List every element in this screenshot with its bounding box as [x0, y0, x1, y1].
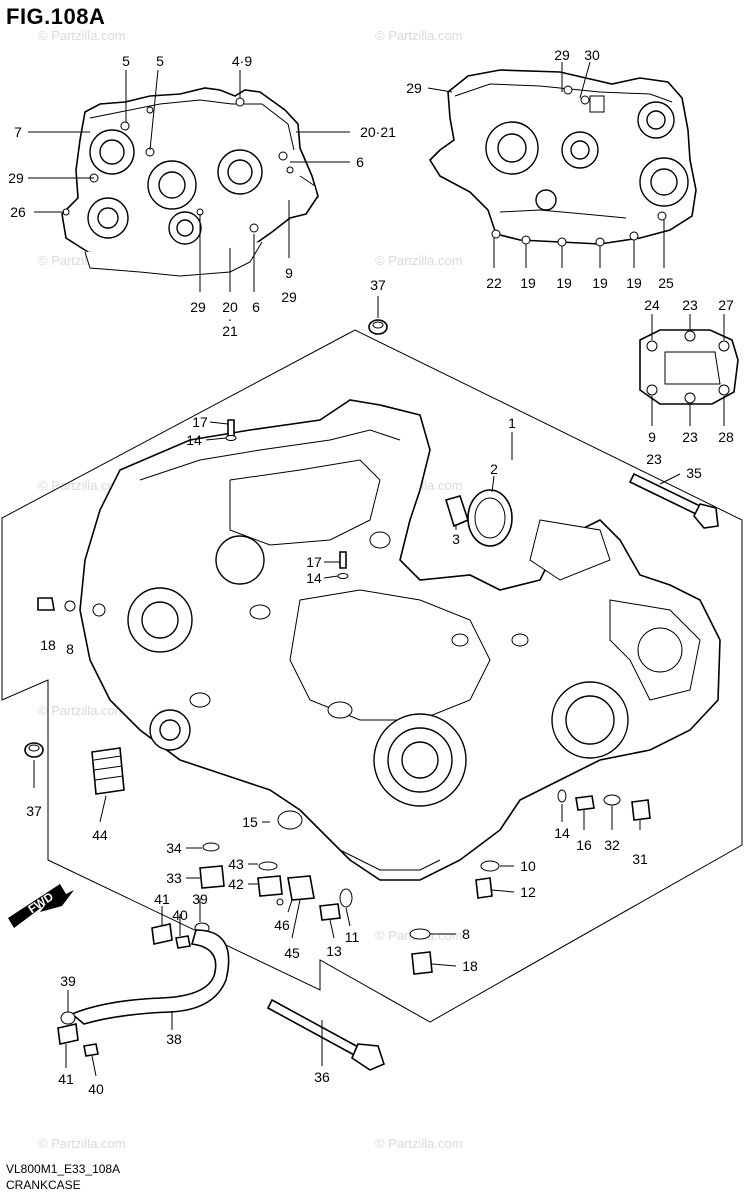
- assembly-outline: [1, 329, 743, 1023]
- callout-label: 8: [462, 926, 470, 942]
- callout-label: 18: [40, 637, 56, 653]
- callout-label: 43: [228, 856, 244, 872]
- watermark: © Partzilla.com: [38, 1136, 126, 1151]
- callout-label: 15: [242, 814, 258, 830]
- callout-label: 22: [486, 275, 502, 291]
- watermark: © Partzilla.com: [38, 478, 126, 493]
- callout-label: 45: [284, 945, 300, 961]
- callout-label: 9: [648, 429, 656, 445]
- callout-label: 24: [644, 297, 660, 313]
- callout-label: 21: [222, 323, 238, 339]
- watermark: © Partzilla.com: [38, 703, 126, 718]
- callout-label: 19: [626, 275, 642, 291]
- callout-label: 36: [314, 1069, 330, 1085]
- callout-label: 14: [306, 570, 322, 586]
- callout-label: 17: [306, 554, 322, 570]
- leader-lines: [28, 61, 725, 1077]
- callout-label: 41: [58, 1071, 74, 1087]
- callout-label: 1: [508, 415, 516, 431]
- callout-label: 5: [122, 53, 130, 69]
- callout-label: 30: [584, 47, 600, 63]
- callout-label: 9: [285, 265, 293, 281]
- callout-label: 39: [192, 891, 208, 907]
- section-name: CRANKCASE: [6, 1178, 81, 1192]
- callout-label: 34: [166, 840, 182, 856]
- callout-label: 6: [356, 154, 364, 170]
- callout-label: 20·21: [360, 124, 396, 140]
- callout-label: 28: [718, 429, 734, 445]
- callout-label: 29: [281, 289, 297, 305]
- main-crankcase: [79, 399, 721, 881]
- callout-label: 18: [462, 958, 478, 974]
- callout-label: 38: [166, 1031, 182, 1047]
- callout-label: 19: [520, 275, 536, 291]
- callout-label: 6: [252, 299, 260, 315]
- callout-label: 29: [8, 170, 24, 186]
- watermark: © Partzilla.com: [38, 28, 126, 43]
- callout-label: 3: [452, 531, 460, 547]
- callout-label: 23: [682, 297, 698, 313]
- callout-label: 26: [10, 204, 26, 220]
- callout-label: 14: [554, 825, 570, 841]
- callout-label: 40: [88, 1081, 104, 1097]
- callout-label: 33: [166, 870, 182, 886]
- callout-label: 5: [156, 53, 164, 69]
- callout-label: 32: [604, 837, 620, 853]
- callout-label: 42: [228, 876, 244, 892]
- callout-label: ·: [228, 311, 233, 327]
- callout-label: 35: [686, 465, 702, 481]
- callout-label: 37: [26, 803, 42, 819]
- callout-label: 39: [60, 973, 76, 989]
- fwd-arrow-icon: [8, 884, 74, 928]
- watermark: © Partzilla.com: [375, 253, 463, 268]
- callout-label: 23: [682, 429, 698, 445]
- callout-label: 41: [154, 891, 170, 907]
- callout-label: 11: [345, 929, 360, 945]
- callout-label: 19: [556, 275, 572, 291]
- callout-label: 37: [370, 277, 386, 293]
- left-case-half: [61, 87, 319, 277]
- watermark: © Partzilla.com: [375, 28, 463, 43]
- callout-label: 8: [66, 641, 74, 657]
- callout-label: 31: [632, 851, 648, 867]
- callout-label: 19: [592, 275, 608, 291]
- callout-label: 2: [490, 461, 498, 477]
- callout-label: 12: [520, 884, 536, 900]
- callout-label: 29: [190, 299, 206, 315]
- callout-label: 46: [274, 917, 290, 933]
- callout-label: 7: [14, 124, 22, 140]
- callout-label: 23: [646, 451, 662, 467]
- callout-label: 44: [92, 827, 108, 843]
- callout-labels: 5 5 4·9 7 20·21 6 29 26 9 29 29 20 · 21 …: [8, 47, 734, 1097]
- watermark: © Partzilla.com: [375, 1136, 463, 1151]
- callout-label: 13: [326, 943, 342, 959]
- cover-plate: [639, 329, 739, 405]
- callout-label: 4·9: [232, 53, 252, 69]
- callout-label: 25: [658, 275, 674, 291]
- model-code: VL800M1_E33_108A: [6, 1162, 121, 1176]
- callout-label: 14: [186, 432, 202, 448]
- loose-parts: FWD: [8, 319, 719, 1071]
- callout-label: 16: [576, 837, 592, 853]
- figure-title: FIG.108A: [6, 4, 106, 29]
- callout-label: 27: [718, 297, 734, 313]
- right-case-half: [428, 69, 697, 247]
- callout-label: 10: [520, 858, 536, 874]
- callout-label: 17: [192, 414, 208, 430]
- callout-label: 40: [172, 907, 188, 923]
- callout-label: 20: [222, 299, 238, 315]
- callout-label: 29: [554, 47, 570, 63]
- callout-label: 29: [406, 80, 422, 96]
